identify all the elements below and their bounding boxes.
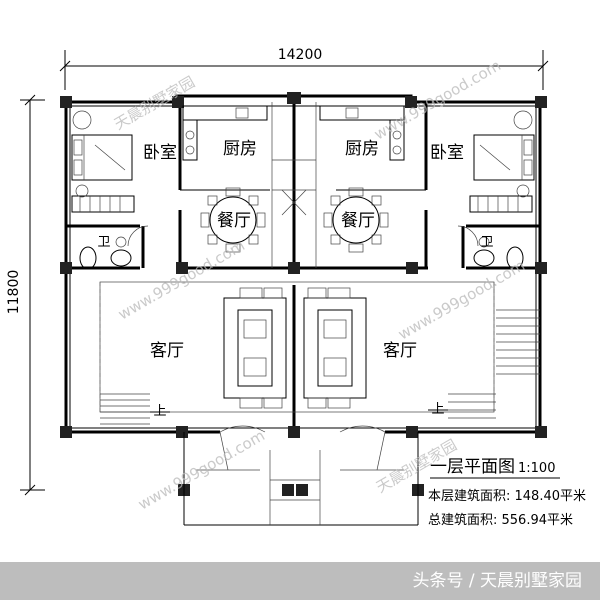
watermark: 天晨别墅家园 www.999good.com www.999good.com w… (111, 56, 528, 513)
left-dimension-line (20, 94, 45, 496)
room-label-bath-right: 卫 (480, 235, 493, 250)
height-dimension: 11800 (6, 270, 22, 315)
bed-right (469, 110, 535, 213)
front-porch (183, 432, 419, 526)
room-label-kitchen-left: 厨房 (223, 139, 257, 159)
room-label-dining-right: 餐厅 (341, 211, 375, 231)
plan-scale: 1:100 (518, 461, 555, 476)
bathroom-right-fixtures (473, 236, 524, 270)
watermark-url-1: www.999good.com (371, 56, 504, 143)
footer-bar: 头条号 / 天晨别墅家园 (0, 562, 600, 600)
room-label-dining-left: 餐厅 (217, 211, 251, 231)
kitchen-counter-right (319, 105, 405, 161)
plan-title: 一层平面图 (430, 457, 515, 477)
room-label-bedroom-left: 卧室 (143, 143, 177, 163)
title-block: 一层平面图 1:100 本层建筑面积: 148.40平米 总建筑面积: 556.… (428, 457, 586, 528)
sofa-set-left (223, 287, 287, 409)
stair-right (428, 309, 540, 419)
entrance-doors (127, 225, 479, 471)
bathroom-left-fixtures (79, 236, 132, 270)
structural-columns (60, 92, 547, 496)
room-label-living-right: 客厅 (383, 341, 417, 361)
stair-label-left: 上 (153, 404, 166, 419)
kitchen-counter-left (182, 105, 268, 161)
dining-table-right (323, 187, 389, 253)
width-dimension: 14200 (278, 47, 323, 63)
room-label-bedroom-right: 卧室 (430, 143, 464, 163)
room-label-bath-left: 卫 (97, 235, 110, 250)
sofa-set-right (303, 287, 367, 409)
dining-table-left (200, 187, 266, 253)
top-dimension-line (59, 50, 549, 90)
room-label-living-left: 客厅 (150, 341, 184, 361)
footer-text: 头条号 / 天晨别墅家园 (412, 571, 582, 591)
floor-area-note: 本层建筑面积: 148.40平米 (428, 488, 586, 504)
stair-label-right: 上 (431, 402, 444, 417)
total-area-note: 总建筑面积: 556.94平米 (428, 512, 573, 528)
room-label-kitchen-right: 厨房 (345, 139, 379, 159)
bed-left (71, 110, 135, 213)
exterior-walls (64, 94, 542, 434)
interior-walls (66, 102, 540, 429)
stair-left (100, 393, 170, 425)
